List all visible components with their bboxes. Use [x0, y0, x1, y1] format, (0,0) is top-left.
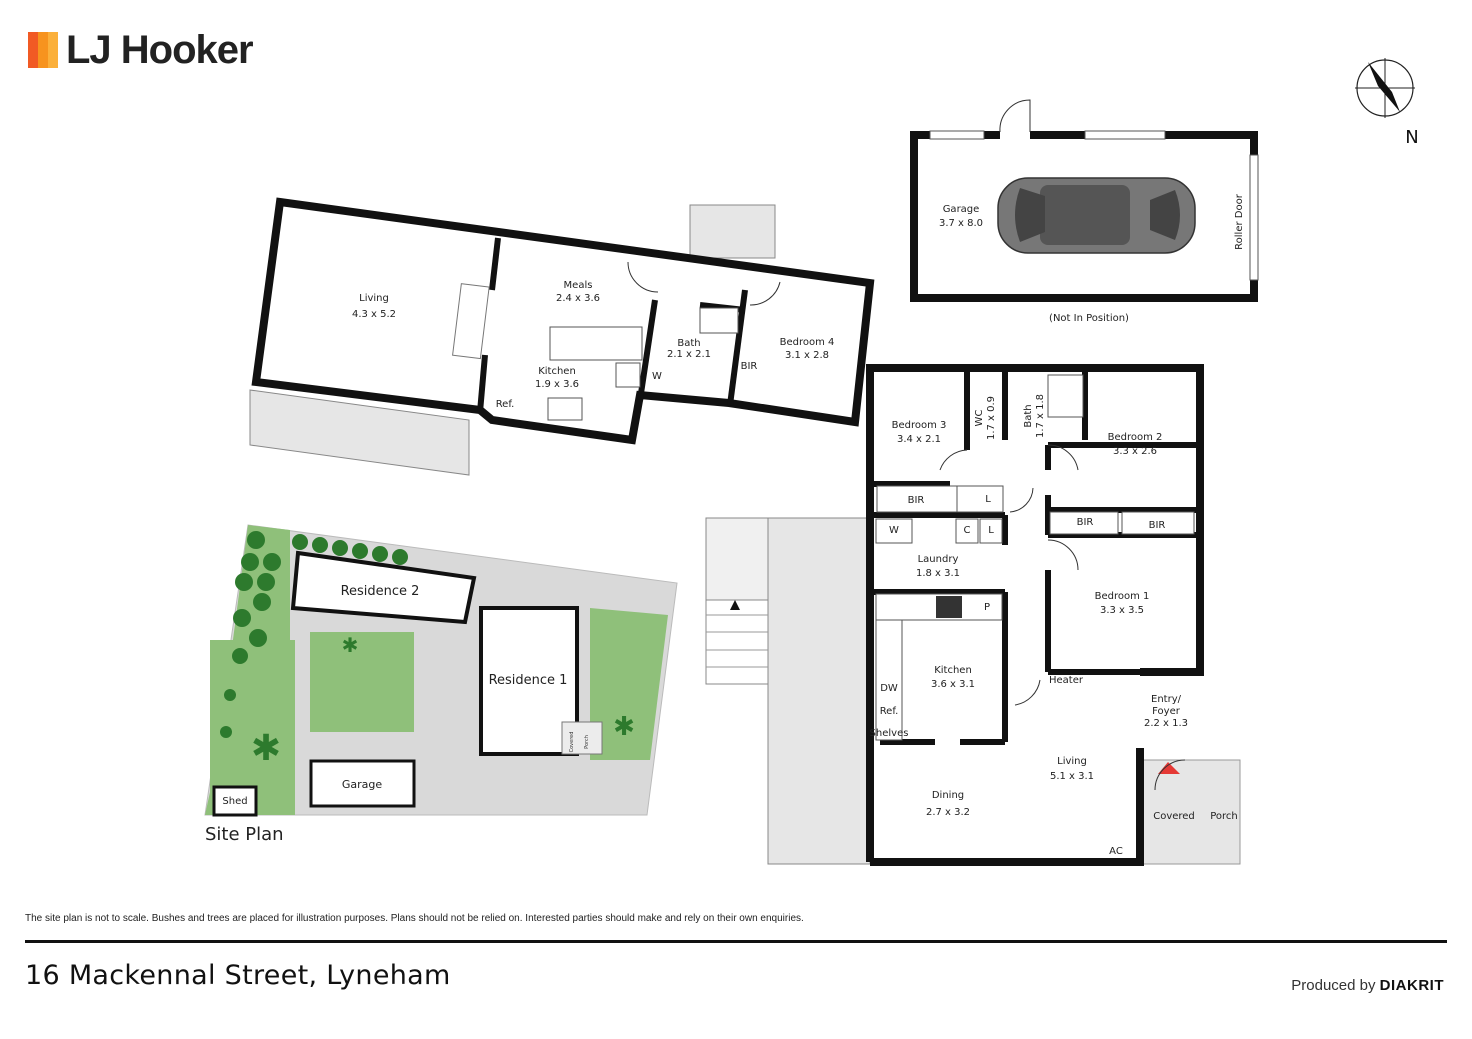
site-garage-label: Garage [342, 778, 383, 791]
r2-living-name: Living [359, 293, 389, 304]
r1-shelves-label: Shelves [870, 728, 909, 739]
r1-covered-label: Covered [1153, 811, 1195, 822]
r1-wc-size: 1.7 x 0.9 [986, 396, 997, 440]
logo-bar-orange [38, 32, 48, 68]
r1-l-b: L [988, 525, 994, 536]
r2-meals-size: 2.4 x 3.6 [556, 293, 600, 304]
r1-bedroom2-size: 3.3 x 2.6 [1113, 446, 1157, 457]
residence1-floor-plan: Bedroom 3 3.4 x 2.1 WC 1.7 x 0.9 Bath 1.… [705, 364, 1241, 866]
r1-bedroom3-size: 3.4 x 2.1 [897, 434, 941, 445]
brand-logo: LJ Hooker [28, 28, 254, 72]
r1-living-name: Living [1057, 756, 1087, 767]
r1-heater-label: Heater [1049, 675, 1084, 686]
r1-p-label: P [984, 602, 990, 613]
footer-divider [25, 940, 1447, 943]
r1-entry-name2: Foyer [1152, 706, 1181, 717]
r2-kitchen-name: Kitchen [538, 366, 576, 377]
produced-by: Produced by DIAKRIT [1291, 977, 1444, 994]
logo-bar-red [28, 32, 38, 68]
r1-bath-size: 1.7 x 1.8 [1035, 394, 1046, 438]
produced-by-prefix: Produced by [1291, 977, 1376, 994]
r1-bedroom3-name: Bedroom 3 [892, 420, 947, 431]
r2-kitchen-size: 1.9 x 3.6 [535, 379, 579, 390]
site-residence2-label: Residence 2 [341, 584, 420, 599]
site-plan-title: Site Plan [205, 824, 284, 845]
r1-bedroom1-size: 3.3 x 3.5 [1100, 605, 1144, 616]
svg-text:✱: ✱ [251, 728, 281, 769]
r1-bir-c: BIR [1149, 520, 1166, 531]
r1-bath-name: Bath [1023, 404, 1034, 427]
site-shed-label: Shed [222, 796, 247, 807]
logo-bars-icon [28, 32, 58, 68]
r1-wc-name: WC [974, 410, 985, 427]
site-covered-label: Covered [569, 732, 575, 753]
r1-porch-label: Porch [1210, 811, 1238, 822]
r2-ref-label: Ref. [496, 399, 515, 410]
site-porch-label: Porch [584, 735, 590, 749]
garage-note: (Not In Position) [1049, 313, 1129, 324]
r1-dw-label: DW [880, 683, 898, 694]
garage-plan: Garage 3.7 x 8.0 Roller Door (Not In Pos… [910, 99, 1259, 324]
logo-bar-yellow [48, 32, 58, 68]
r2-bath-size: 2.1 x 2.1 [667, 349, 711, 360]
r1-bedroom1-name: Bedroom 1 [1095, 591, 1150, 602]
r2-living-size: 4.3 x 5.2 [352, 309, 396, 320]
residence2-floor-plan: Living 4.3 x 5.2 Meals 2.4 x 3.6 Kitchen… [249, 197, 875, 476]
r1-ref-label: Ref. [880, 706, 899, 717]
svg-text:✱: ✱ [342, 633, 359, 657]
r2-bath-name: Bath [677, 338, 700, 349]
r1-ac-label: AC [1109, 846, 1123, 857]
garage-room-size: 3.7 x 8.0 [939, 218, 983, 229]
r1-entry-size: 2.2 x 1.3 [1144, 718, 1188, 729]
r1-laundry-size: 1.8 x 3.1 [916, 568, 960, 579]
property-address: 16 Mackennal Street, Lyneham [25, 960, 451, 991]
r2-meals-name: Meals [564, 280, 593, 291]
r1-bir-a: BIR [908, 495, 925, 506]
r1-laundry-name: Laundry [918, 554, 959, 565]
disclaimer: The site plan is not to scale. Bushes an… [25, 913, 804, 924]
brand-name: LJ Hooker [66, 28, 254, 72]
r2-bedroom4-size: 3.1 x 2.8 [785, 350, 829, 361]
svg-text:✱: ✱ [613, 712, 635, 742]
compass-icon: N [1355, 58, 1419, 148]
r1-c-label: C [964, 525, 971, 536]
r1-entry-name: Entry/ [1151, 694, 1182, 705]
r1-kitchen-name: Kitchen [934, 665, 972, 676]
car-icon [997, 177, 1196, 254]
r1-kitchen-size: 3.6 x 3.1 [931, 679, 975, 690]
r2-bedroom4-name: Bedroom 4 [780, 337, 835, 348]
site-plan: ✱ ✱ ✱ Residence 2 Residence 1 Garage She… [204, 524, 678, 817]
r1-dining-size: 2.7 x 3.2 [926, 807, 970, 818]
produced-by-brand: DIAKRIT [1379, 977, 1444, 994]
roller-door-label: Roller Door [1234, 193, 1245, 250]
r1-bir-b: BIR [1077, 517, 1094, 528]
garage-room-name: Garage [943, 204, 980, 215]
r1-dining-name: Dining [932, 790, 964, 801]
site-residence1-label: Residence 1 [489, 673, 568, 688]
r1-living-size: 5.1 x 3.1 [1050, 771, 1094, 782]
tree-icons: ✱ ✱ ✱ [220, 531, 635, 769]
r1-w-label: W [889, 525, 899, 536]
r1-bedroom2-name: Bedroom 2 [1108, 432, 1163, 443]
r2-w-label: W [652, 371, 662, 382]
r2-bir-label: BIR [741, 361, 758, 372]
r1-l-a: L [985, 494, 991, 505]
compass-label: N [1405, 127, 1418, 148]
